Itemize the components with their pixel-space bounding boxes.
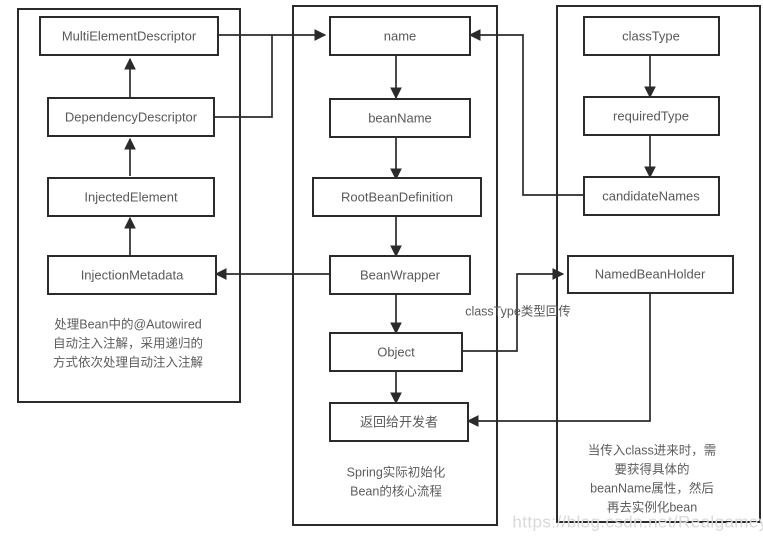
node-returntodeveloper-label: 返回给开发者 xyxy=(360,414,438,429)
node-object-label: Object xyxy=(377,344,415,359)
caption-left-line-2: 自动注入注解，采用递归的 xyxy=(53,335,203,350)
node-rootbeandefinition[interactable]: RootBeanDefinition xyxy=(312,177,482,217)
node-dependencydescriptor-box[interactable] xyxy=(47,97,215,137)
caption-left-line-1: 处理Bean中的@Autowired xyxy=(54,316,202,331)
node-candidatenames[interactable]: candidateNames xyxy=(583,176,720,216)
caption-right-line-4: 再去实例化bean xyxy=(607,499,697,514)
node-returntodeveloper[interactable]: 返回给开发者 xyxy=(329,402,469,442)
panel-middle-frame xyxy=(292,5,498,526)
watermark-label: https://blog.csdn.net/Realgamey xyxy=(512,512,763,531)
node-name-box[interactable] xyxy=(329,16,471,56)
node-multielementdescriptor-box[interactable] xyxy=(39,16,219,56)
node-requiredtype-label: requiredType xyxy=(613,108,689,123)
connector-namedbeanholder-to-returntodeveloper xyxy=(466,292,651,427)
node-classtype-label: classType xyxy=(622,28,680,43)
caption-left-line-3: 方式依次处理自动注入注解 xyxy=(53,354,203,369)
node-namedbeanholder-label: NamedBeanHolder xyxy=(595,266,706,281)
caption-left-panel: 处理Bean中的@Autowired 自动注入注解，采用递归的 方式依次处理自动… xyxy=(53,316,203,369)
caption-middle-line-2: Bean的核心流程 xyxy=(350,483,442,498)
node-beanname-label: beanName xyxy=(368,110,432,125)
node-beanwrapper[interactable]: BeanWrapper xyxy=(329,255,471,295)
node-injectedelement[interactable]: InjectedElement xyxy=(47,177,215,217)
node-dependencydescriptor[interactable]: DependencyDescriptor xyxy=(47,97,215,137)
caption-right-panel: 当传入class进来时，需 要获得具体的 beanName属性，然后 再去实例化… xyxy=(588,442,716,514)
panel-left-frame xyxy=(17,8,241,403)
node-injectionmetadata[interactable]: InjectionMetadata xyxy=(47,255,217,295)
node-beanwrapper-label: BeanWrapper xyxy=(360,267,441,282)
node-name-label: name xyxy=(384,28,417,43)
node-namedbeanholder[interactable]: NamedBeanHolder xyxy=(567,255,734,294)
edge-label-classtype-return: classType类型回传 xyxy=(465,303,571,318)
node-namedbeanholder-box[interactable] xyxy=(567,255,734,294)
node-name[interactable]: name xyxy=(329,16,471,56)
caption-middle-line-1: Spring实际初始化 xyxy=(347,464,446,479)
caption-right-line-2: 要获得具体的 xyxy=(614,461,689,476)
panel-right-frame xyxy=(556,5,761,523)
node-requiredtype-box[interactable] xyxy=(583,96,720,136)
node-returntodeveloper-box[interactable] xyxy=(329,402,469,442)
node-injectedelement-label: InjectedElement xyxy=(84,189,178,204)
connector-object-to-namedbeanholder xyxy=(462,268,565,352)
node-beanname[interactable]: beanName xyxy=(329,98,471,138)
connector-dependencydescriptor-to-name xyxy=(214,35,273,118)
node-object-box[interactable] xyxy=(329,332,463,372)
node-rootbeandefinition-box[interactable] xyxy=(312,177,482,217)
node-beanwrapper-box[interactable] xyxy=(329,255,471,295)
node-object[interactable]: Object xyxy=(329,332,463,372)
node-beanname-box[interactable] xyxy=(329,98,471,138)
node-injectionmetadata-label: InjectionMetadata xyxy=(81,267,184,282)
connector-candidatenames-to-name xyxy=(468,29,584,196)
node-multielementdescriptor[interactable]: MultiElementDescriptor xyxy=(39,16,219,56)
caption-right-line-1: 当传入class进来时，需 xyxy=(588,442,716,457)
node-requiredtype[interactable]: requiredType xyxy=(583,96,720,136)
node-candidatenames-box[interactable] xyxy=(583,176,720,216)
node-classtype-box[interactable] xyxy=(583,16,720,56)
node-dependencydescriptor-label: DependencyDescriptor xyxy=(65,109,198,124)
node-classtype[interactable]: classType xyxy=(583,16,720,56)
node-candidatenames-label: candidateNames xyxy=(602,188,700,203)
node-rootbeandefinition-label: RootBeanDefinition xyxy=(341,189,453,204)
node-injectionmetadata-box[interactable] xyxy=(47,255,217,295)
node-multielementdescriptor-label: MultiElementDescriptor xyxy=(62,28,197,43)
node-injectedelement-box[interactable] xyxy=(47,177,215,217)
caption-right-line-3: beanName属性，然后 xyxy=(590,480,714,495)
caption-middle-panel: Spring实际初始化 Bean的核心流程 xyxy=(347,464,446,498)
